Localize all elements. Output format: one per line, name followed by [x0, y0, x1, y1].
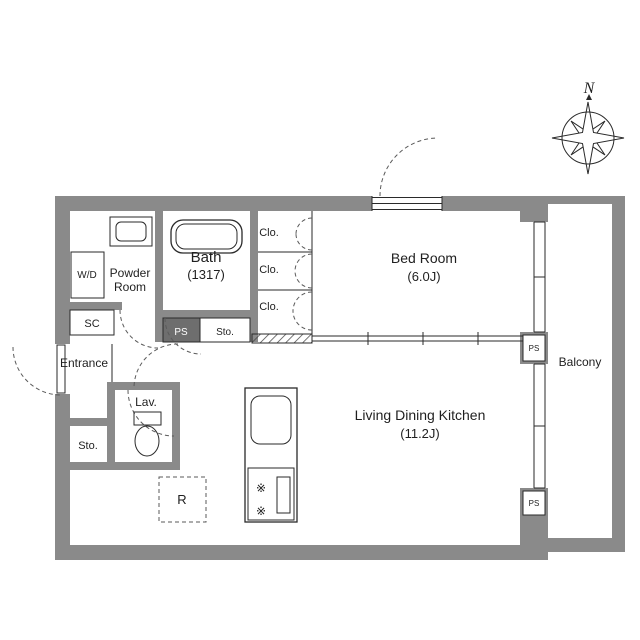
wall-top-left — [55, 196, 372, 211]
partition-lines — [111, 211, 534, 382]
wall-powder-bath-divider — [155, 211, 163, 342]
compass-cardinal-star — [551, 101, 625, 175]
toilet-tank-icon — [133, 411, 162, 426]
wall-lav-sto-bottom — [70, 462, 180, 470]
ldk-balcony-window — [533, 363, 546, 489]
stove-icon — [247, 467, 295, 521]
bedroom-size-label: (6.0J) — [407, 269, 440, 284]
wall-closet-left — [250, 211, 258, 342]
lavatory-label: Lav. — [135, 395, 157, 409]
closet-doors — [292, 217, 313, 331]
pipe-space-right-lower-box — [522, 490, 546, 516]
bathtub-inner-icon — [175, 223, 238, 250]
compass-circle — [561, 111, 615, 165]
compass-rose — [551, 101, 625, 175]
closet-top-door-arc-b — [295, 233, 313, 251]
wall-bath-bottom — [163, 310, 250, 318]
shoe-closet-label: SC — [84, 318, 99, 330]
closet-top-label: Clo. — [259, 227, 279, 239]
closet-middle-door-arc-b — [294, 270, 313, 289]
closet-top-door-arc-a — [295, 217, 313, 235]
entrance-door-leaf — [56, 344, 66, 394]
refrigerator-outline — [158, 476, 207, 523]
bath-door-swing-arc — [164, 317, 202, 355]
hall-door-swing-arc — [133, 343, 179, 389]
wall-right-upper-pillar — [520, 211, 548, 222]
wall-lav-top — [107, 382, 180, 390]
storage-lower-label: Sto. — [78, 440, 98, 452]
powder-room-label-line2: Room — [114, 280, 146, 294]
closet-bottom-door-arc-b — [292, 310, 313, 331]
powder-door-swing-arc — [119, 309, 159, 349]
pipe-space-right-upper-label: PS — [529, 344, 540, 353]
stove-grill-icon — [276, 476, 291, 514]
wall-left-upper — [55, 196, 70, 344]
interior-walls — [70, 211, 258, 470]
balcony-label: Balcony — [559, 355, 602, 369]
balcony-wall-right — [612, 196, 625, 552]
entrance-label: Entrance — [60, 356, 108, 370]
pipe-space-right-upper-box — [522, 334, 546, 362]
lav-fixtures — [133, 411, 162, 457]
bath-size-label: (1317) — [187, 267, 225, 282]
lav-door-swing-arc — [127, 389, 175, 437]
balcony-wall-top — [548, 196, 612, 204]
washer-dryer-label: W/D — [77, 270, 96, 281]
bath-fixtures — [70, 216, 243, 299]
low-wall-hatched — [251, 333, 313, 344]
kitchen-counter-icon — [244, 387, 298, 523]
stove-burner-icon-2: ※ — [256, 504, 266, 518]
north-arrow-icon — [586, 94, 592, 100]
bedroom-label: Bed Room — [391, 250, 457, 266]
storage-hall-label: Sto. — [216, 327, 234, 338]
shoe-closet-box — [69, 309, 115, 336]
ldk-label: Living Dining Kitchen — [355, 407, 486, 423]
wall-lav-right — [172, 382, 180, 470]
balcony-wall-bottom — [548, 538, 612, 552]
vanity-icon — [109, 216, 153, 247]
refrigerator-label: R — [177, 492, 186, 507]
bedroom-top-door-swing-arc — [379, 137, 439, 197]
bedroom-balcony-window — [533, 221, 546, 333]
pipe-space-hall-box — [162, 317, 201, 343]
north-label: N — [583, 80, 596, 97]
ldk-size-label: (11.2J) — [400, 426, 440, 441]
entrance-door-swing-arc — [12, 346, 62, 396]
toilet-bowl-icon — [134, 425, 160, 457]
wall-left-lower — [55, 394, 70, 560]
pipe-space-right-lower-label: PS — [529, 499, 540, 508]
kitchen-sink-icon — [250, 395, 292, 445]
wall-bottom — [55, 545, 548, 560]
kitchen-fixtures: ※ ※ — [158, 387, 298, 523]
vanity-sink-icon — [115, 221, 147, 242]
washer-dryer-icon — [70, 251, 105, 299]
room-labels: Bath (1317) Powder Room W/D SC Entrance … — [60, 227, 601, 508]
closet-bottom-label: Clo. — [259, 301, 279, 313]
wall-powder-bottom — [70, 302, 122, 310]
closet-bottom-door-arc-a — [292, 291, 313, 312]
wall-sto-top — [70, 418, 115, 426]
closet-middle-label: Clo. — [259, 264, 279, 276]
wall-top-right — [442, 196, 548, 211]
powder-room-label-line1: Powder — [110, 266, 151, 280]
bathtub-icon — [170, 219, 243, 254]
doors — [12, 137, 439, 437]
pipe-space-hall-label: PS — [174, 327, 188, 338]
bath-label: Bath — [191, 249, 222, 266]
storage-hall-box — [199, 317, 251, 343]
windows — [371, 196, 546, 489]
closet-middle-door-arc-a — [294, 253, 313, 272]
top-window — [371, 196, 443, 211]
stove-burner-icon-1: ※ — [256, 481, 266, 495]
